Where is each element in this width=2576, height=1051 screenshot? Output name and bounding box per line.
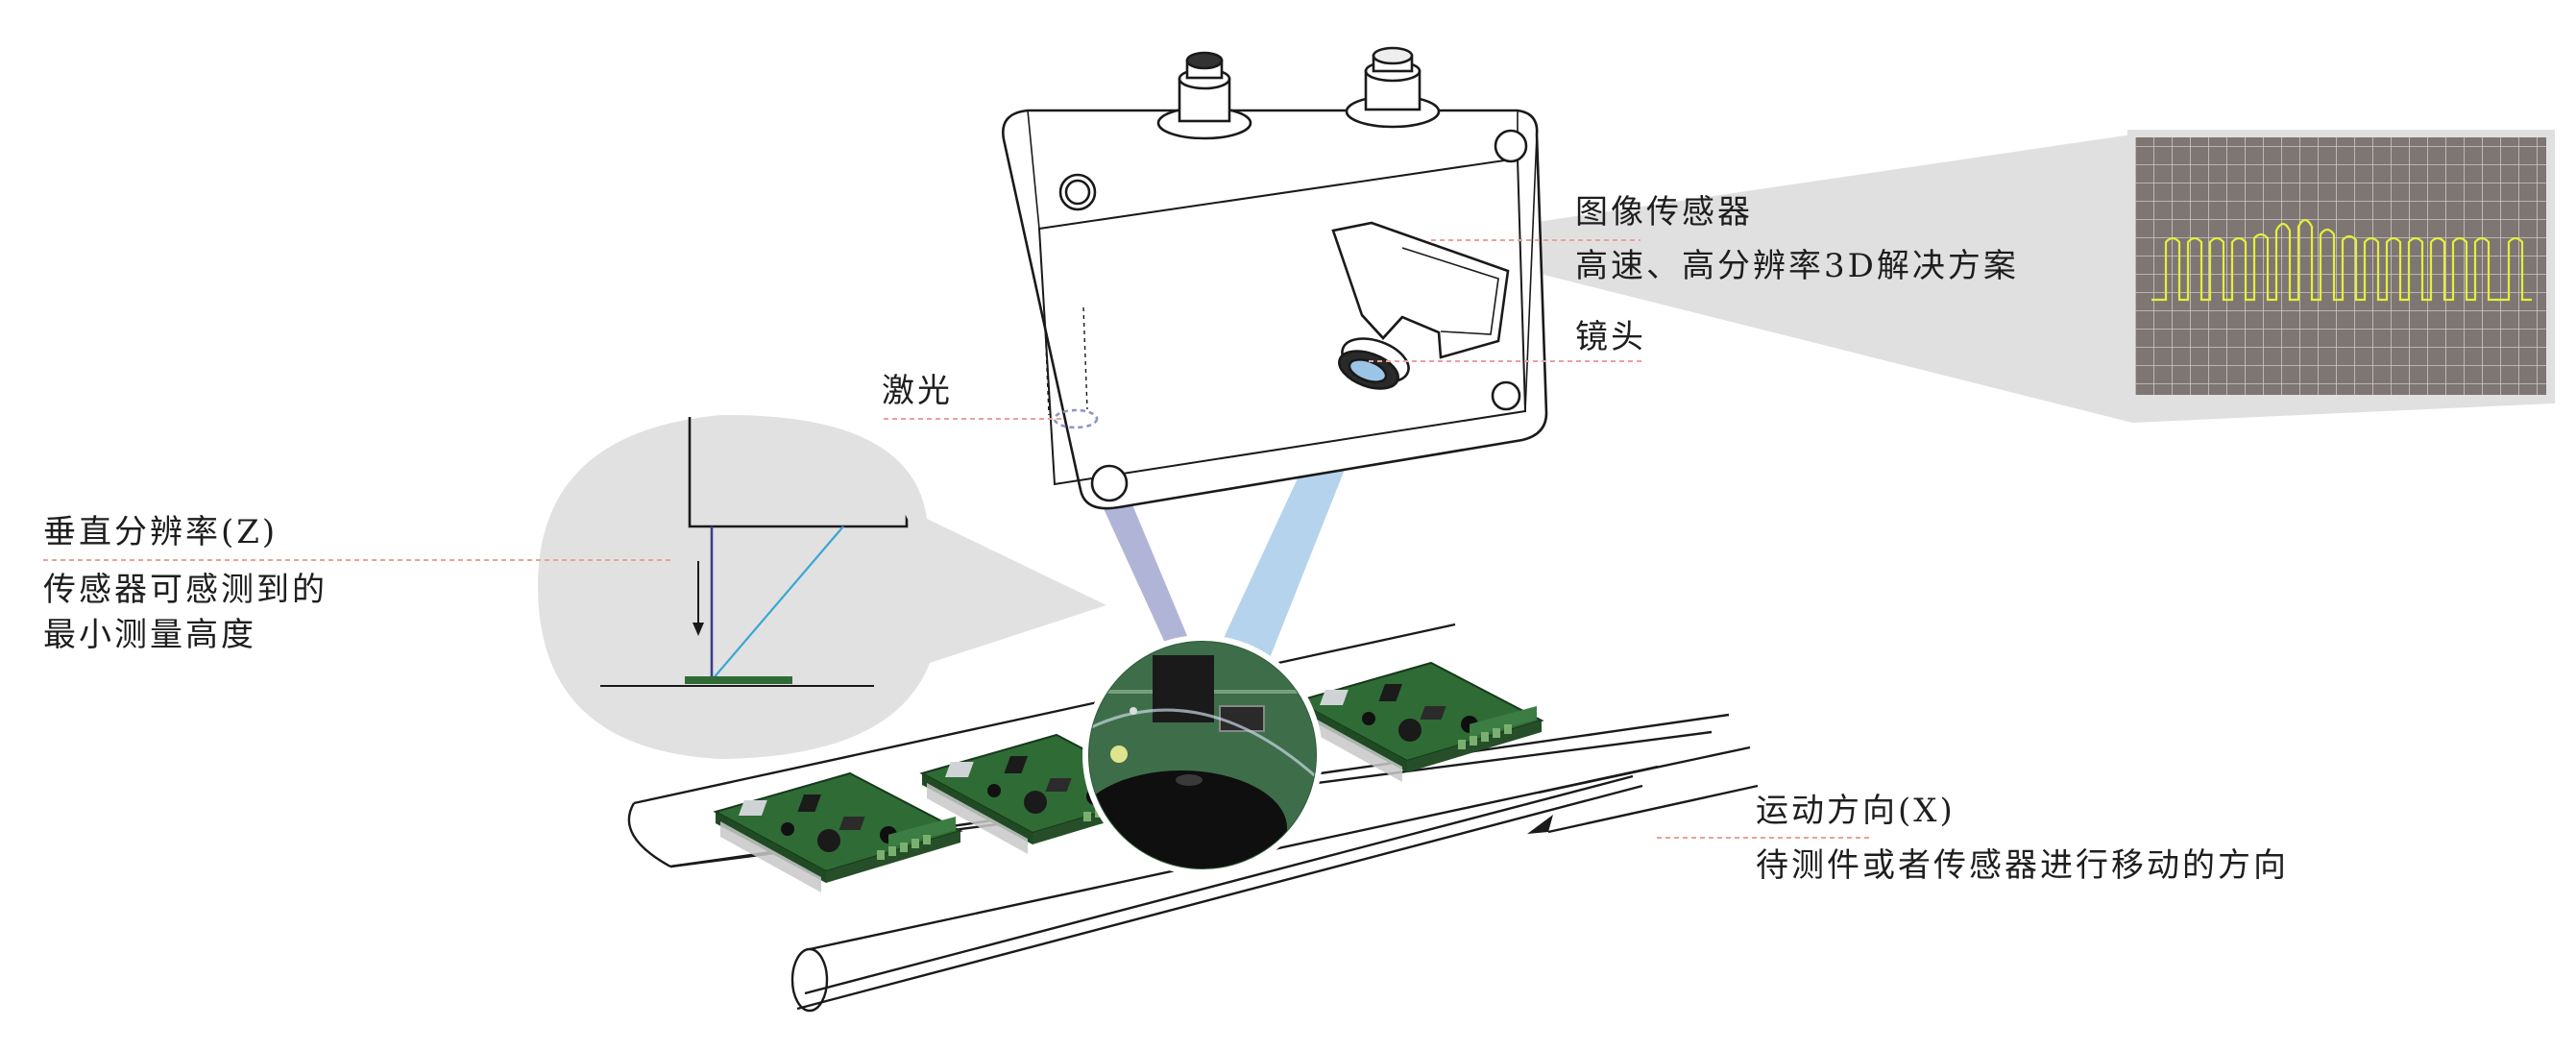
laser-label: 激光: [882, 372, 953, 410]
pcb-board-1: [715, 772, 961, 893]
sensor-housing: [1001, 46, 1548, 510]
resolution-bubble: [538, 414, 1106, 759]
pcb-board-3: [1296, 662, 1543, 783]
motion-direction-desc: 待测件或者传感器进行移动的方向: [1756, 846, 2289, 885]
motion-direction-label: 运动方向(X): [1756, 792, 1956, 830]
vertical-resolution-label: 垂直分辨率(Z): [43, 513, 278, 551]
sensor-min-height-line1: 传感器可感测到的: [43, 571, 328, 609]
arrow-left-icon: [1527, 745, 1759, 834]
image-sensor-label: 图像传感器: [1575, 193, 1753, 232]
zoom-detail: [1082, 635, 1323, 875]
high-speed-solution-label: 高速、高分辨率3D解决方案: [1575, 247, 2019, 285]
arrow-down-icon: [693, 561, 704, 636]
signal-waveform: [2151, 218, 2532, 302]
sensor-min-height-line2: 最小测量高度: [43, 616, 256, 654]
signal-screen-grid: [2135, 137, 2546, 395]
lens-label: 镜头: [1575, 318, 1646, 356]
leader-lines: [43, 239, 1871, 839]
